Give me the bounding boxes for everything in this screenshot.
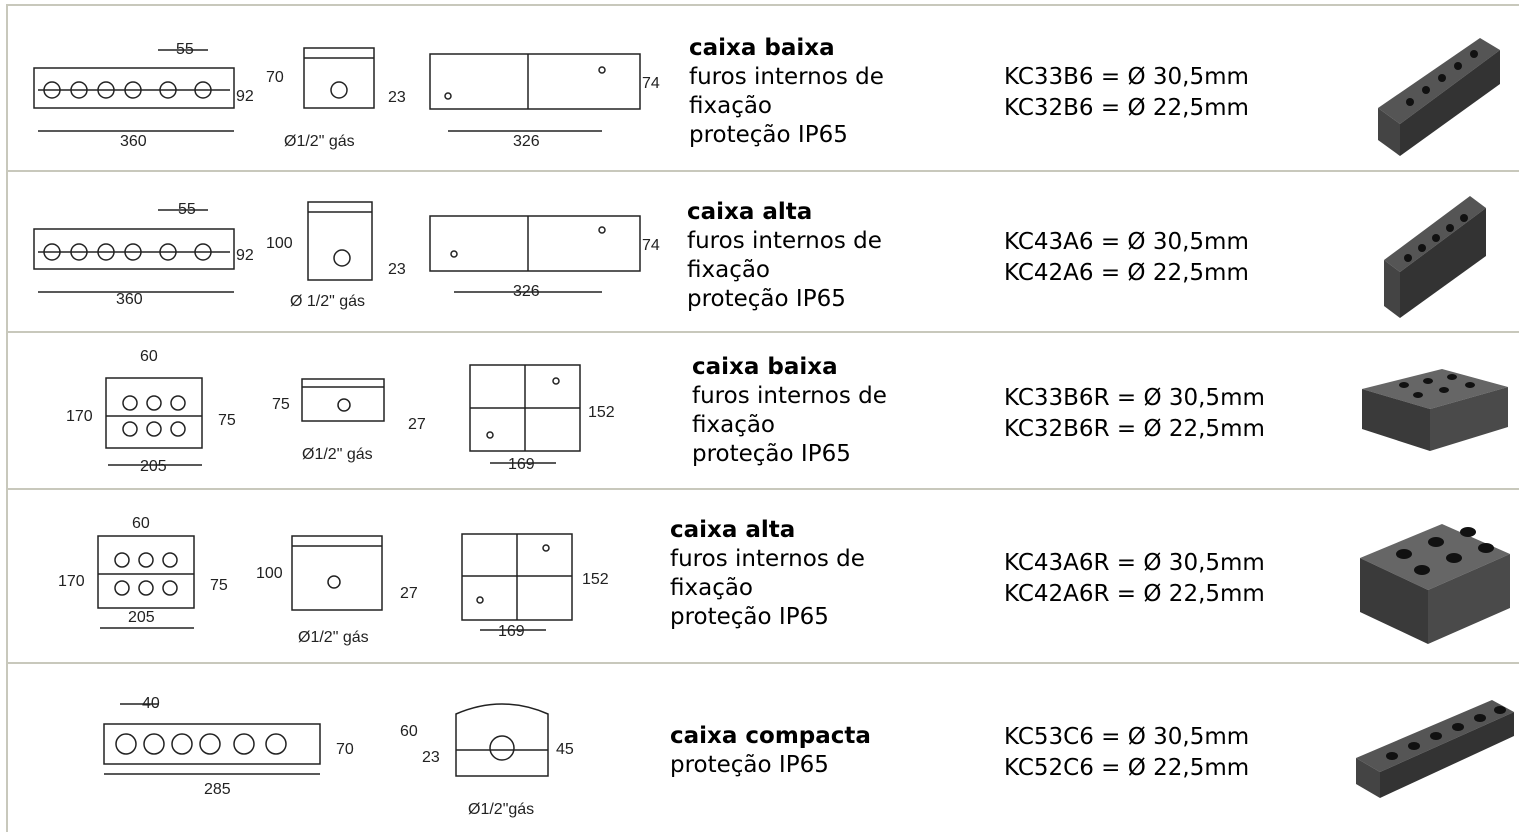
product-code: KC33B6R = Ø 30,5mm xyxy=(1004,385,1265,411)
dim-height-inner: 75 xyxy=(210,577,228,594)
technical-drawing: 40 70 285 60 23 45 Ø1/2"gás xyxy=(103,695,574,818)
description-line: furos internos de xyxy=(692,383,887,409)
product-photo xyxy=(1356,700,1514,798)
product-codes: KC43A6R = Ø 30,5mm KC42A6R = Ø 22,5mm xyxy=(1004,548,1265,610)
product-code: KC32B6R = Ø 22,5mm xyxy=(1004,416,1265,442)
dim-gas: Ø 1/2" gás xyxy=(290,293,365,310)
product-codes: KC33B6 = Ø 30,5mm KC32B6 = Ø 22,5mm xyxy=(1004,62,1249,124)
product-title: caixa compacta xyxy=(670,723,871,749)
dim-width: 360 xyxy=(120,133,147,150)
product-code: KC43A6 = Ø 30,5mm xyxy=(1004,229,1249,255)
product-code: KC32B6 = Ø 22,5mm xyxy=(1004,95,1249,121)
product-code: KC53C6 = Ø 30,5mm xyxy=(1004,724,1250,750)
technical-drawing: 55 92 360 70 23 Ø1/2" gás 74 326 xyxy=(33,41,660,150)
dim-gas: Ø1/2" gás xyxy=(302,446,373,463)
dim-depth: 70 xyxy=(266,69,284,86)
description-line: proteção IP65 xyxy=(687,286,846,312)
product-codes: KC43A6 = Ø 30,5mm KC42A6 = Ø 22,5mm xyxy=(1004,227,1249,289)
product-code: KC42A6R = Ø 22,5mm xyxy=(1004,581,1265,607)
product-code: KC33B6 = Ø 30,5mm xyxy=(1004,64,1249,90)
product-row: 55 92 360 100 23 Ø 1/2" gás 74 326 caixa… xyxy=(6,172,1519,333)
dim-gas: Ø1/2"gás xyxy=(468,801,534,818)
dim-height-outer: 170 xyxy=(66,408,93,425)
dim-hole: 27 xyxy=(408,416,426,433)
product-title: caixa baixa xyxy=(689,35,835,61)
product-description: caixa compacta proteção IP65 xyxy=(670,722,871,780)
dim-gas: Ø1/2" gás xyxy=(284,133,355,150)
dim-height-inner: 75 xyxy=(218,412,236,429)
dim-width: 360 xyxy=(116,291,143,308)
description-line: furos internos de xyxy=(687,228,882,254)
product-title: caixa alta xyxy=(670,517,796,543)
dim-side-width: 326 xyxy=(513,283,540,300)
technical-drawing: 60 170 75 205 100 27 Ø1/2" gás 152 169 xyxy=(58,515,609,646)
dim-side-height: 152 xyxy=(588,404,615,421)
product-row: 60 170 75 205 100 27 Ø1/2" gás 152 169 c… xyxy=(6,490,1519,664)
dim-height: 92 xyxy=(236,247,254,264)
description-line: fixação xyxy=(689,93,773,119)
dim-width: 285 xyxy=(204,781,231,798)
dim-depth: 100 xyxy=(266,235,293,252)
dim-height-outer: 170 xyxy=(58,573,85,590)
dim-hole: 23 xyxy=(422,749,440,766)
product-code: KC52C6 = Ø 22,5mm xyxy=(1004,755,1250,781)
product-codes: KC53C6 = Ø 30,5mm KC52C6 = Ø 22,5mm xyxy=(1004,722,1249,784)
product-row: 60 170 75 205 75 27 Ø1/2" gás 152 169 ca… xyxy=(6,333,1519,490)
dim-height: 92 xyxy=(236,88,254,105)
technical-drawing: 60 170 75 205 75 27 Ø1/2" gás 152 169 xyxy=(66,348,615,475)
product-row: 55 92 360 70 23 Ø1/2" gás 74 326 caixa b… xyxy=(6,6,1519,172)
dim-side-width: 169 xyxy=(508,456,535,473)
product-photo xyxy=(1378,38,1500,156)
dim-side-height: 74 xyxy=(642,75,660,92)
product-photo xyxy=(1360,524,1510,644)
product-codes: KC33B6R = Ø 30,5mm KC32B6R = Ø 22,5mm xyxy=(1004,383,1265,445)
dim-side-height: 74 xyxy=(642,237,660,254)
product-code: KC42A6 = Ø 22,5mm xyxy=(1004,260,1249,286)
dim-spacing: 40 xyxy=(142,695,160,712)
dim-depth: 60 xyxy=(400,723,418,740)
description-line: proteção IP65 xyxy=(692,441,851,467)
dim-spacing: 60 xyxy=(132,515,150,532)
product-photo xyxy=(1384,196,1486,318)
description-line: fixação xyxy=(670,575,754,601)
dim-width: 205 xyxy=(128,609,155,626)
product-title: caixa baixa xyxy=(692,354,838,380)
dim-spacing: 55 xyxy=(178,201,196,218)
product-description: caixa alta furos internos de fixação pro… xyxy=(670,516,865,632)
dim-side-height: 45 xyxy=(556,741,574,758)
description-line: fixação xyxy=(687,257,771,283)
description-line: proteção IP65 xyxy=(670,604,829,630)
product-description: caixa alta furos internos de fixação pro… xyxy=(687,198,882,314)
dim-spacing: 55 xyxy=(176,41,194,58)
product-code: KC43A6R = Ø 30,5mm xyxy=(1004,550,1265,576)
dim-depth: 100 xyxy=(256,565,283,582)
description-line: fixação xyxy=(692,412,776,438)
description-line: furos internos de xyxy=(670,546,865,572)
description-line: furos internos de xyxy=(689,64,884,90)
product-description: caixa baixa furos internos de fixação pr… xyxy=(689,34,884,150)
dim-side-width: 169 xyxy=(498,623,525,640)
description-line: proteção IP65 xyxy=(670,752,829,778)
product-row: 40 70 285 60 23 45 Ø1/2"gás caixa compac… xyxy=(6,664,1519,832)
technical-drawing: 55 92 360 100 23 Ø 1/2" gás 74 326 xyxy=(33,201,660,310)
product-description: caixa baixa furos internos de fixação pr… xyxy=(692,353,887,469)
dim-side-height: 152 xyxy=(582,571,609,588)
product-photo xyxy=(1362,369,1508,451)
dim-depth: 75 xyxy=(272,396,290,413)
dim-width: 205 xyxy=(140,458,167,475)
dim-gas: Ø1/2" gás xyxy=(298,629,369,646)
dim-hole: 23 xyxy=(388,89,406,106)
dim-hole: 23 xyxy=(388,261,406,278)
dim-spacing: 60 xyxy=(140,348,158,365)
description-line: proteção IP65 xyxy=(689,122,848,148)
product-title: caixa alta xyxy=(687,199,813,225)
product-table: 55 92 360 70 23 Ø1/2" gás 74 326 caixa b… xyxy=(6,4,1519,832)
dim-side-width: 326 xyxy=(513,133,540,150)
dim-height: 70 xyxy=(336,741,354,758)
dim-hole: 27 xyxy=(400,585,418,602)
